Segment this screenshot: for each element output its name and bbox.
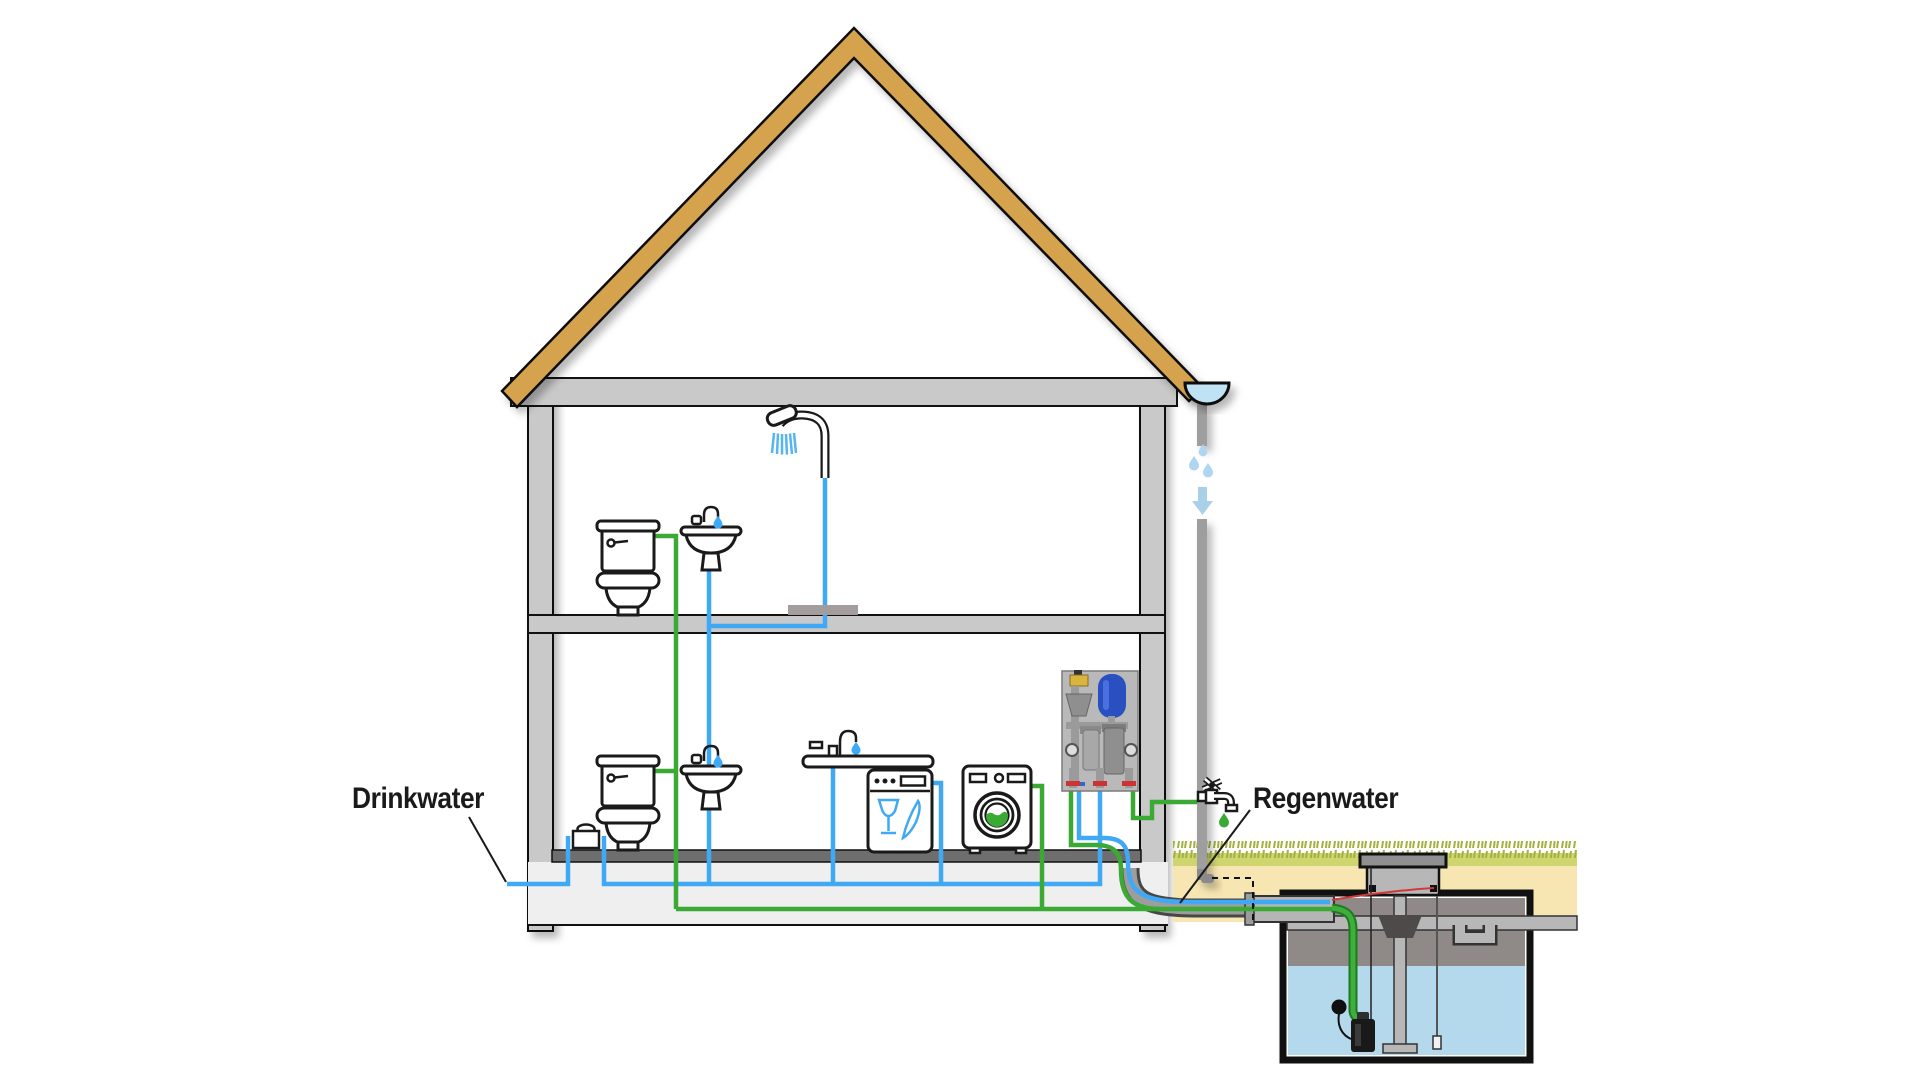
overflow-siphon	[1455, 925, 1495, 943]
washer-branch	[1031, 783, 1045, 909]
sensor-cable	[1331, 887, 1435, 901]
float-switch-icon	[1331, 999, 1347, 1015]
flow-arrow-icon	[1192, 487, 1213, 515]
drinkwater-main-inlet	[507, 836, 571, 887]
downspout-elbow-stub	[1201, 874, 1214, 883]
mid-floor-slab	[527, 614, 1166, 634]
kitchen-counter-icon	[801, 729, 935, 769]
roof	[500, 26, 1205, 409]
filter-ports	[1066, 768, 1136, 788]
dishwasher-glass-icon	[877, 798, 921, 841]
regenwater-label-group: Regenwater	[1179, 780, 1399, 904]
regenwater-pipes	[652, 533, 1334, 912]
foundation	[528, 862, 1168, 925]
float-switch-cable	[1337, 1013, 1352, 1040]
ground-floor-slab	[551, 849, 1142, 863]
house-structure	[500, 26, 1205, 932]
drinkwater-label: Drinkwater	[352, 780, 484, 814]
filter-cartridge-small	[1082, 729, 1100, 771]
dishwasher-icon	[866, 768, 934, 854]
shower-spray	[770, 432, 798, 455]
filter-gauge-left	[1065, 743, 1079, 757]
countertop	[801, 754, 935, 769]
pump-port	[1357, 1012, 1369, 1021]
calming-inlet-foot	[1382, 1043, 1418, 1054]
shaft-bolt-left	[1369, 885, 1376, 892]
ceiling-beam	[510, 377, 1178, 407]
shower-icon	[765, 404, 830, 478]
regenwater-callout	[1179, 809, 1251, 904]
dashed-conduit	[1212, 877, 1254, 920]
gutter-icon	[1183, 381, 1231, 406]
counter-faucet	[838, 729, 858, 757]
counter-soap	[808, 740, 824, 750]
level-indicator-float	[1432, 1035, 1442, 1050]
drinkwater-label-group: Drinkwater	[352, 780, 507, 883]
access-shaft	[1358, 852, 1448, 897]
shower-head	[765, 404, 798, 427]
filter-brass-valve	[1069, 674, 1089, 687]
washing-machine-icon	[961, 764, 1033, 855]
toilet-riser	[652, 533, 679, 909]
outdoor-tap-icon	[1196, 776, 1239, 828]
washer-water	[986, 811, 1008, 827]
drinkwater-pipes	[507, 474, 1330, 905]
shaft-lid	[1358, 852, 1448, 869]
filter-suction-line	[1068, 791, 1161, 912]
outdoor-tap-line	[1130, 791, 1206, 821]
shower-tray	[788, 605, 858, 615]
tap-spout-tip	[1224, 803, 1239, 813]
suction-hose	[1331, 905, 1361, 1023]
downspout-main	[1197, 519, 1207, 871]
pump-assembly	[1331, 887, 1435, 1052]
filter-gauge-right	[1124, 743, 1138, 757]
filter-unit-icon	[1061, 670, 1139, 792]
right-wall	[1139, 377, 1166, 932]
dishwasher-supply	[932, 780, 944, 884]
pump-highlight	[1355, 1024, 1361, 1046]
filter-expansion-vessel	[1098, 674, 1126, 718]
drinkwater-callout	[468, 816, 507, 883]
inlet-t-fitting	[1378, 915, 1422, 938]
submersible-pump-icon	[1351, 1019, 1375, 1052]
regenwater-label: Regenwater	[1253, 780, 1399, 814]
downspout-top	[1197, 404, 1207, 446]
grass-blades	[1173, 841, 1577, 858]
water-meter-icon	[571, 823, 601, 850]
left-wall	[527, 377, 554, 932]
tank-topup-line	[1076, 791, 1330, 905]
shower-supply	[711, 474, 828, 629]
filter-cartridge-large	[1103, 727, 1125, 775]
